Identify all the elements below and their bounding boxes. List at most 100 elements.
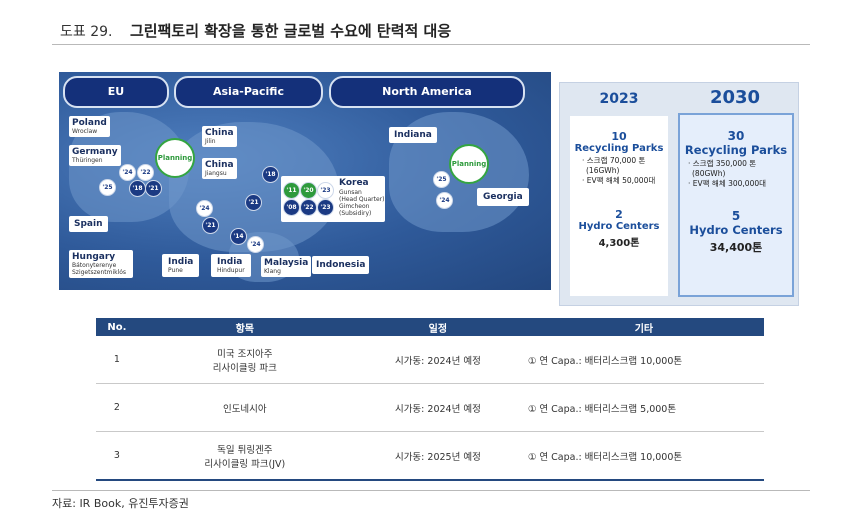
location-spain: Spain bbox=[69, 216, 108, 232]
location-sub: (Subsidiry) bbox=[339, 210, 372, 217]
hydro-count: 2 bbox=[615, 208, 623, 221]
parks-label: Recycling Parks bbox=[684, 143, 788, 157]
cell-no: 3 bbox=[96, 431, 138, 481]
year-badge: '18 bbox=[262, 166, 279, 183]
year-2030-heading: 2030 bbox=[709, 87, 761, 108]
hydro-value: 4,300톤 bbox=[598, 238, 640, 249]
plan-table: No. 항목 일정 기타 1 미국 조지아주 리사이클링 파크 시가동: 202… bbox=[96, 318, 764, 481]
world-map: EU Asia-Pacific North America Poland Wro… bbox=[59, 72, 551, 290]
year-badge: '08 bbox=[283, 199, 300, 216]
year-badge: '22 bbox=[300, 199, 317, 216]
location-name: Malaysia bbox=[264, 258, 309, 268]
item-line: 독일 튀링겐주 bbox=[217, 444, 273, 456]
location-sub: Bátonyterenye Szigetszentmiklós bbox=[72, 262, 127, 276]
hydro-value: 34,400톤 bbox=[709, 241, 763, 254]
region-north-america: North America bbox=[329, 76, 525, 108]
item-line: 미국 조지아주 bbox=[217, 348, 273, 360]
location-name: India bbox=[168, 257, 194, 267]
location-name: China bbox=[205, 160, 234, 170]
col-header-no: No. bbox=[96, 318, 138, 336]
location-sub: Jilin bbox=[205, 138, 216, 145]
col-header-schedule: 일정 bbox=[351, 318, 524, 336]
location-india-pune: India Pune bbox=[162, 254, 200, 277]
card-2030: 30 Recycling Parks · 스크랩 350,000 톤 (80GW… bbox=[678, 113, 794, 297]
year-badge: '14 bbox=[230, 228, 247, 245]
location-georgia: Georgia bbox=[477, 188, 529, 206]
figure-header: 도표 29. 그린팩토리 확장을 통한 글로벌 수요에 탄력적 대응 bbox=[52, 16, 810, 45]
year-badge: '20 bbox=[300, 182, 317, 199]
location-sub: Klang bbox=[264, 268, 281, 275]
bullet-line: (80GWh) bbox=[692, 169, 726, 178]
figure-label: 도표 29. bbox=[60, 24, 113, 40]
table-row: 1 미국 조지아주 리사이클링 파크 시가동: 2024년 예정 ① 연 Cap… bbox=[96, 336, 764, 384]
cell-schedule: 시가동: 2024년 예정 bbox=[351, 383, 524, 432]
planning-na-badge: Planning bbox=[449, 144, 489, 184]
year-badge: '21 bbox=[145, 180, 162, 197]
bullet-line: · EV팩 해체 300,000대 bbox=[688, 179, 767, 188]
location-sub: Jiangsu bbox=[205, 170, 227, 177]
year-badge: '21 bbox=[202, 217, 219, 234]
cell-schedule: 시가동: 2024년 예정 bbox=[351, 336, 524, 384]
bullet-line: · 스크랩 70,000 톤 bbox=[582, 156, 646, 165]
hydro-label: Hydro Centers bbox=[689, 223, 783, 237]
year-badge: '24 bbox=[436, 192, 453, 209]
capacity-comparison: 2023 2030 10 Recycling Parks · 스크랩 70,00… bbox=[559, 82, 799, 306]
table-row: 3 독일 튀링겐주 리사이클링 파크(JV) 시가동: 2025년 예정 ① 연… bbox=[96, 431, 764, 481]
location-sub: Wroclaw bbox=[72, 128, 98, 135]
location-name: Korea bbox=[339, 178, 369, 188]
location-name: Germany bbox=[72, 147, 118, 157]
planning-eu-badge: Planning bbox=[155, 138, 195, 178]
bullet-line: (16GWh) bbox=[586, 166, 620, 175]
item-line: 리사이클링 파크(JV) bbox=[204, 458, 286, 470]
location-indiana: Indiana bbox=[389, 127, 437, 143]
year-badge: '23 bbox=[317, 199, 334, 216]
location-sub: Thüringen bbox=[72, 157, 103, 164]
location-korea: Korea Gunsan (Head Quarter) Gimcheon (Su… bbox=[281, 176, 385, 222]
item-line: 인도네시아 bbox=[222, 403, 267, 415]
year-2023-heading: 2023 bbox=[599, 91, 639, 107]
year-badge: '25 bbox=[99, 179, 116, 196]
location-india-hindupur: India Hindupur bbox=[211, 254, 251, 277]
figure-title: 그린팩토리 확장을 통한 글로벌 수요에 탄력적 대응 bbox=[130, 22, 452, 40]
hydro-count: 5 bbox=[731, 209, 741, 223]
parks-count: 30 bbox=[727, 129, 745, 143]
location-poland: Poland Wroclaw bbox=[69, 116, 110, 137]
table-row: 2 인도네시아 시가동: 2024년 예정 ① 연 Capa.: 배터리스크랩 … bbox=[96, 383, 764, 432]
location-sub: Gunsan bbox=[339, 189, 362, 196]
col-header-note: 기타 bbox=[523, 318, 764, 336]
year-badge: '18 bbox=[129, 180, 146, 197]
cell-item: 독일 튀링겐주 리사이클링 파크(JV) bbox=[137, 431, 352, 481]
location-sub: Pune bbox=[168, 267, 183, 274]
year-badge: '22 bbox=[137, 164, 154, 181]
year-badge: '24 bbox=[119, 164, 136, 181]
table-header-row: No. 항목 일정 기타 bbox=[96, 318, 764, 336]
location-indonesia: Indonesia bbox=[312, 256, 370, 274]
location-name: Hungary bbox=[72, 252, 116, 262]
col-header-item: 항목 bbox=[137, 318, 352, 336]
cell-note: ① 연 Capa.: 배터리스크랩 10,000톤 bbox=[523, 336, 764, 384]
year-badge: '24 bbox=[196, 200, 213, 217]
year-badge: '23 bbox=[317, 182, 334, 199]
location-sub: Gimcheon bbox=[339, 203, 370, 210]
cell-schedule: 시가동: 2025년 예정 bbox=[351, 431, 524, 481]
location-name: Poland bbox=[72, 118, 107, 128]
year-badge: '21 bbox=[245, 194, 262, 211]
bullet-line: · EV팩 해체 50,000대 bbox=[582, 176, 656, 185]
bullet-line: · 스크랩 350,000 톤 bbox=[688, 159, 757, 168]
cell-note: ① 연 Capa.: 배터리스크랩 5,000톤 bbox=[523, 383, 764, 432]
location-name: Georgia bbox=[483, 192, 523, 202]
location-china-jiangsu: China Jiangsu bbox=[202, 158, 237, 179]
region-asia-pacific: Asia-Pacific bbox=[174, 76, 323, 108]
location-name: China bbox=[205, 128, 234, 138]
card-2023: 10 Recycling Parks · 스크랩 70,000 톤 (16GWh… bbox=[570, 116, 668, 296]
year-badge: '11 bbox=[283, 182, 300, 199]
location-hungary: Hungary Bátonyterenye Szigetszentmiklós bbox=[69, 250, 133, 278]
location-sub: Hindupur bbox=[217, 267, 245, 274]
cell-no: 1 bbox=[96, 336, 138, 384]
hydro-label: Hydro Centers bbox=[578, 221, 660, 232]
parks-count: 10 bbox=[611, 130, 627, 143]
item-line: 리사이클링 파크 bbox=[212, 362, 277, 374]
year-badge: '25 bbox=[433, 171, 450, 188]
cell-item: 인도네시아 bbox=[137, 383, 352, 432]
location-name: Spain bbox=[74, 219, 103, 229]
